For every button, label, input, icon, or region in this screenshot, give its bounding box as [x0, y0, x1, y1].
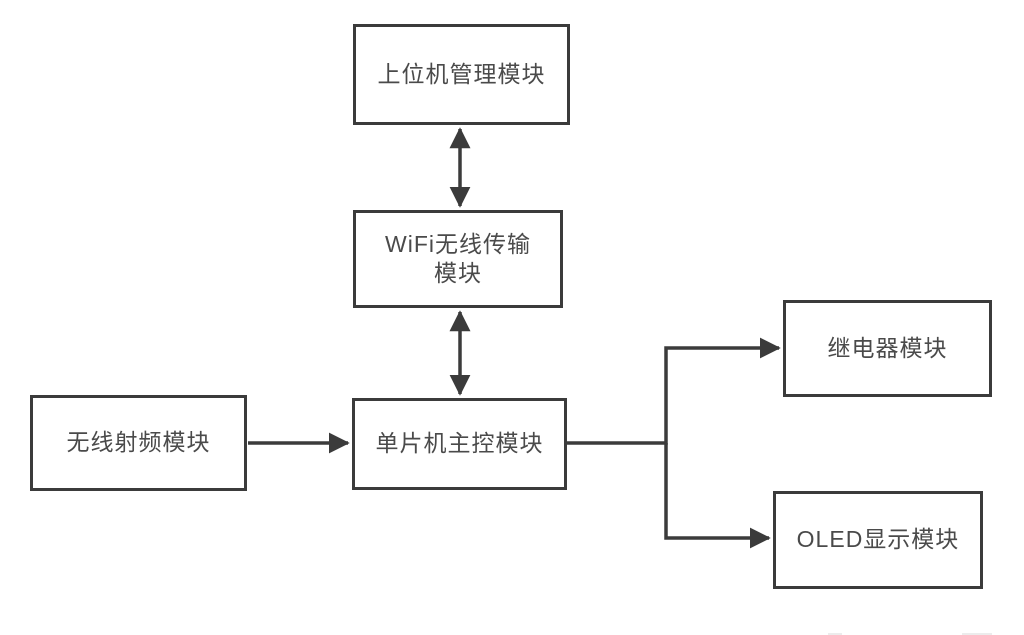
node-mcu-main-control-label: 单片机主控模块	[375, 430, 544, 457]
connector-mcu-relay-arrow	[567, 337, 781, 445]
node-rf-wireless-label: 无线射频模块	[66, 429, 211, 456]
node-oled-display-label: OLED显示模块	[796, 526, 960, 553]
node-rf-wireless: 无线射频模块	[30, 395, 247, 491]
node-wifi-transmission-label: WiFi无线传输 模块	[385, 230, 531, 286]
connector-mcu-oled-arrow	[664, 443, 771, 549]
node-relay-label: 继电器模块	[827, 334, 948, 361]
node-relay: 继电器模块	[783, 300, 992, 397]
watermark-fragment	[962, 633, 992, 635]
node-oled-display: OLED显示模块	[773, 491, 983, 589]
node-mcu-main-control: 单片机主控模块	[352, 398, 567, 490]
node-host-management: 上位机管理模块	[353, 24, 570, 125]
watermark-fragment	[828, 633, 842, 635]
node-host-management-label: 上位机管理模块	[377, 60, 546, 87]
node-wifi-transmission: WiFi无线传输 模块	[353, 210, 563, 308]
